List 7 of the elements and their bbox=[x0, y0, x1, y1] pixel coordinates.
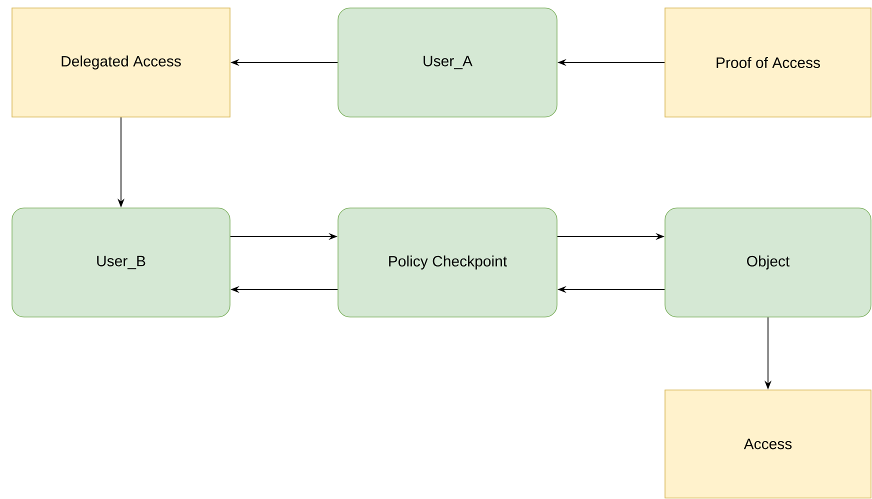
document-box: Delegated Access bbox=[12, 8, 230, 118]
process-box: User_A bbox=[338, 8, 558, 118]
process-box: Object bbox=[664, 208, 872, 318]
process-box: User_B bbox=[12, 208, 230, 318]
process-box: Policy Checkpoint bbox=[338, 208, 558, 318]
document-box: Access bbox=[664, 390, 872, 498]
document-box: Proof of Access bbox=[664, 8, 872, 118]
